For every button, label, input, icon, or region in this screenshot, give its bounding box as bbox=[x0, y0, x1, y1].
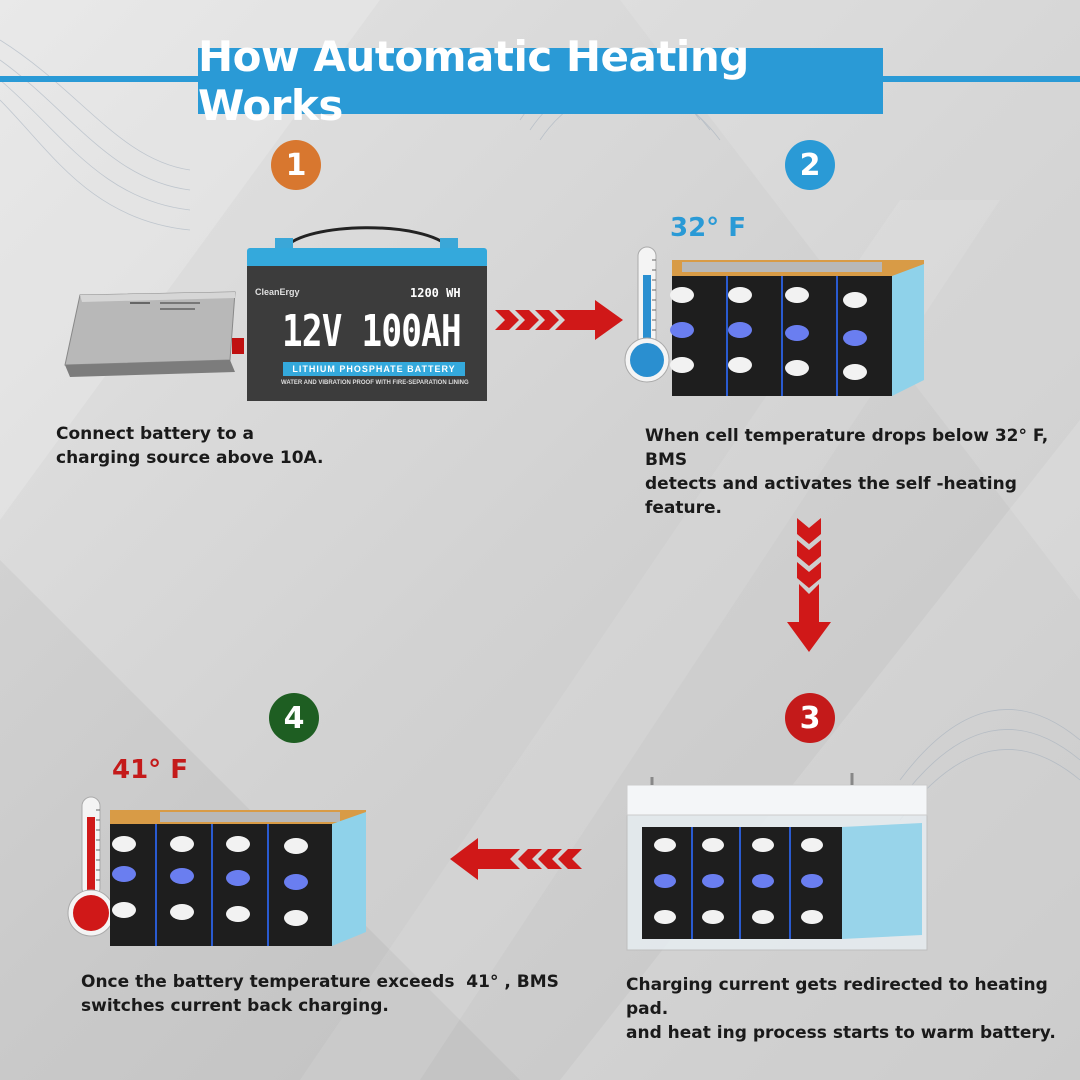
step-2-caption: When cell temperature drops below 32° F,… bbox=[645, 424, 1065, 520]
thermometer-warm-icon bbox=[67, 796, 115, 937]
battery-capacity: 1200 WH bbox=[410, 286, 461, 300]
step-1-badge: 1 bbox=[271, 140, 321, 190]
step-4-caption: Once the battery temperature exceeds 41°… bbox=[81, 970, 559, 1018]
battery-heating-image bbox=[626, 773, 928, 951]
battery-cells-cold bbox=[670, 260, 924, 396]
step-2-temperature: 32° F bbox=[670, 213, 746, 243]
step-3-caption-line-2: and heat ing process starts to warm batt… bbox=[626, 1023, 1056, 1043]
arrow-down-icon bbox=[787, 518, 831, 652]
battery-cells-warm bbox=[110, 810, 366, 946]
step-1-caption-line-1: Connect battery to a bbox=[56, 424, 255, 444]
step-4-badge: 4 bbox=[269, 693, 319, 743]
battery-model: 12V 100AH bbox=[282, 306, 462, 357]
battery-feature-label: WATER AND VIBRATION PROOF WITH FIRE-SEPA… bbox=[281, 380, 469, 386]
step-2-badge: 2 bbox=[785, 140, 835, 190]
battery-brand: CleanErgy bbox=[255, 287, 300, 297]
step-4-caption-line-2: switches current back charging. bbox=[81, 996, 389, 1016]
step-2-caption-line-2: detects and activates the self -heating … bbox=[645, 474, 1017, 518]
arrow-left-icon bbox=[450, 838, 582, 880]
step-1-caption: Connect battery to a charging source abo… bbox=[56, 422, 386, 470]
header-banner: How Automatic Heating Works bbox=[198, 32, 883, 130]
arrow-right-icon bbox=[495, 300, 623, 340]
step-1-caption-line-2: charging source above 10A. bbox=[56, 448, 324, 468]
step-3-caption: Charging current gets redirected to heat… bbox=[626, 973, 1066, 1045]
page-title: How Automatic Heating Works bbox=[198, 32, 749, 130]
step-3-caption-line-1: Charging current gets redirected to heat… bbox=[626, 975, 1048, 1019]
thermometer-cold-icon bbox=[624, 246, 670, 383]
step-3-badge: 3 bbox=[785, 693, 835, 743]
step-2-caption-line-1: When cell temperature drops below 32° F,… bbox=[645, 426, 1049, 470]
battery-type-label: LITHIUM PHOSPHATE BATTERY bbox=[283, 362, 465, 376]
battery-image bbox=[247, 226, 487, 401]
charger-image bbox=[64, 291, 244, 377]
step-4-temperature: 41° F bbox=[112, 755, 188, 785]
step-4-caption-line-1: Once the battery temperature exceeds 41°… bbox=[81, 972, 559, 992]
